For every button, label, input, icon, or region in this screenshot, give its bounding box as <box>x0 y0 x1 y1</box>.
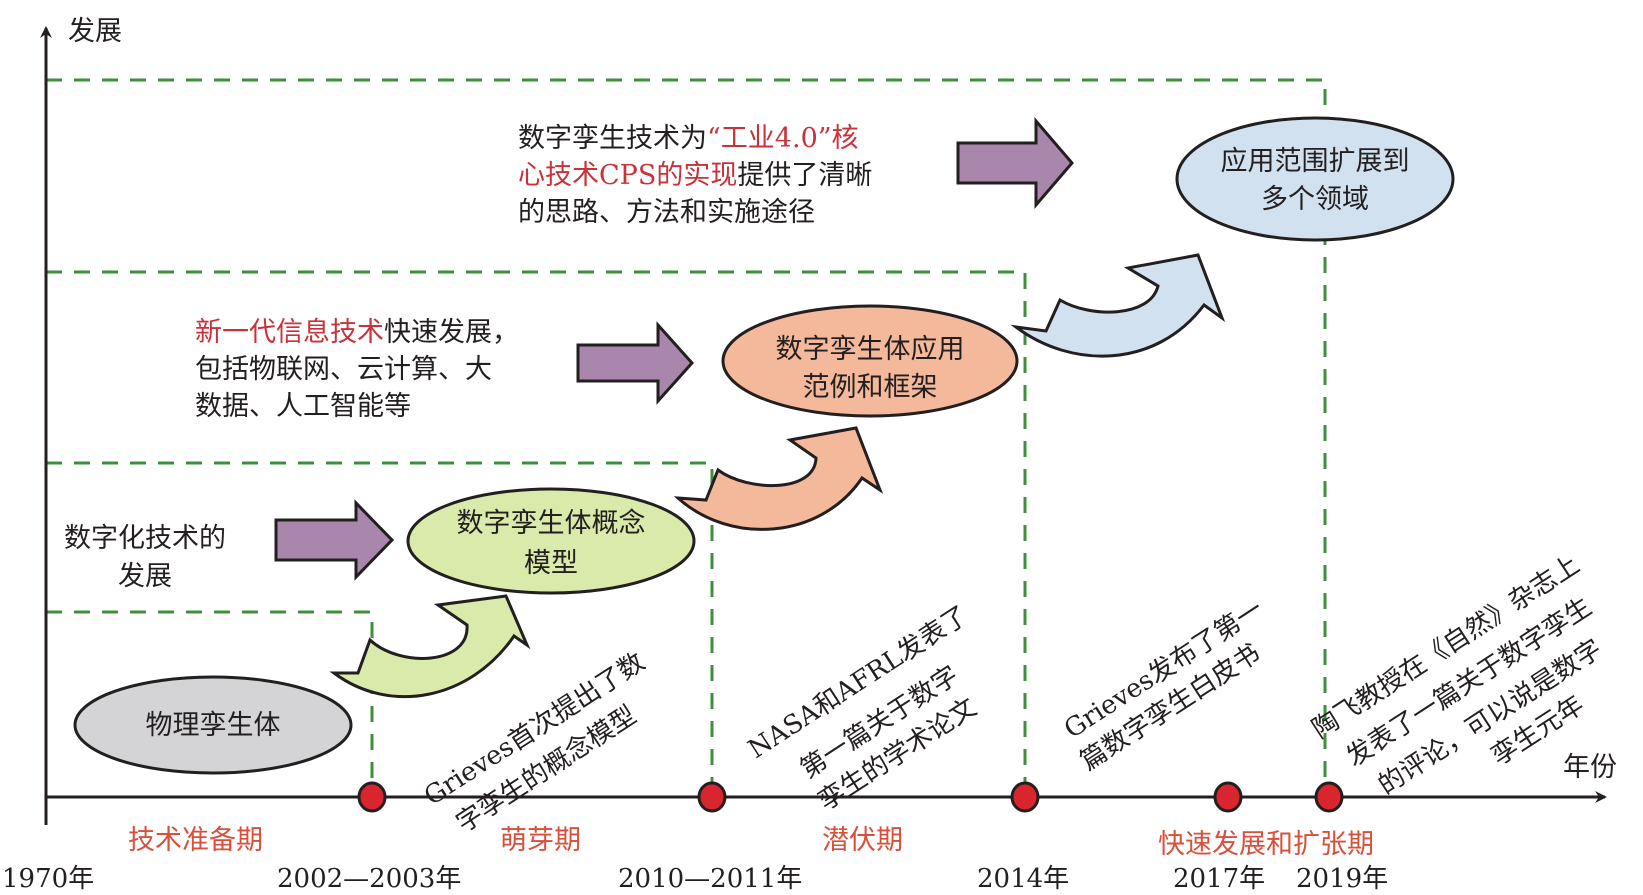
node-app-framework-line2: 范例和框架 <box>802 372 938 403</box>
driver-new-it-highlight: 新一代信息技术 <box>195 317 384 348</box>
year-label: 1970年 <box>2 864 95 894</box>
driver-new-it-line2: 包括物联网、云计算、大 <box>195 354 492 385</box>
driver-new-it-text: 快速发展， <box>384 317 519 348</box>
driver-industry40-line3: 的思路、方法和实施途径 <box>518 197 815 228</box>
node-physical-twin <box>73 675 353 775</box>
stage-boundary-3 <box>46 270 1027 795</box>
driver-digitalization-line1: 数字化技术的 <box>64 523 226 554</box>
driver-digitalization-line2: 发展 <box>118 561 172 592</box>
stage-boundary-4 <box>46 78 1327 795</box>
year-label: 2010—2011年 <box>618 864 803 894</box>
milestone-dot <box>1010 781 1040 813</box>
year-label: 2019年 <box>1296 864 1389 894</box>
node-concept-model-line2: 模型 <box>524 548 578 579</box>
phase-label: 技术准备期 <box>128 825 263 856</box>
driver-industry40-text: 数字孪生技术为 <box>518 123 707 154</box>
x-axis-label: 年份 <box>1563 752 1617 783</box>
milestone-dot <box>697 781 727 813</box>
phase-label: 潜伏期 <box>822 825 903 856</box>
driver-industry40-line2: 心技术CPS的实现提供了清晰 <box>518 158 872 194</box>
year-label: 2017年 <box>1173 864 1266 894</box>
node-expansion <box>1175 116 1455 242</box>
node-physical-twin-label: 物理孪生体 <box>145 710 281 741</box>
straight-arrow-new-it <box>576 321 695 405</box>
node-expansion-line2: 多个领域 <box>1261 184 1369 215</box>
curved-arrow-green <box>329 594 531 699</box>
year-label: 2002—2003年 <box>277 864 462 894</box>
node-app-framework-line1: 数字孪生体应用 <box>775 334 965 365</box>
curved-arrow-blue <box>1010 253 1226 358</box>
node-concept-model-line1: 数字孪生体概念 <box>456 508 646 539</box>
curved-arrow-orange <box>673 426 884 531</box>
y-axis-label: 发展 <box>68 16 122 47</box>
driver-industry40-text: 提供了清晰 <box>737 160 873 191</box>
straight-arrow-industry40 <box>956 116 1074 210</box>
milestone-dot <box>357 781 387 813</box>
driver-new-it-line1: 新一代信息技术快速发展， <box>195 315 519 351</box>
milestone-dot <box>1213 781 1243 813</box>
phase-label: 萌芽期 <box>500 825 581 856</box>
node-app-framework <box>721 304 1019 418</box>
driver-new-it-line3: 数据、人工智能等 <box>195 391 411 422</box>
node-concept-model <box>406 487 696 595</box>
milestone-dot <box>1314 781 1344 813</box>
driver-industry40-line1: 数字孪生技术为“工业4.0”核 <box>518 121 859 157</box>
straight-arrow-digitalization <box>274 499 395 581</box>
node-expansion-line1: 应用范围扩展到 <box>1220 146 1410 177</box>
phase-label: 快速发展和扩张期 <box>1158 829 1374 860</box>
stage-boundary-1 <box>46 610 374 795</box>
driver-industry40-highlight: 心技术CPS的实现 <box>518 160 738 191</box>
year-label: 2014年 <box>977 864 1070 894</box>
driver-industry40-highlight: “工业4.0”核 <box>707 123 859 154</box>
